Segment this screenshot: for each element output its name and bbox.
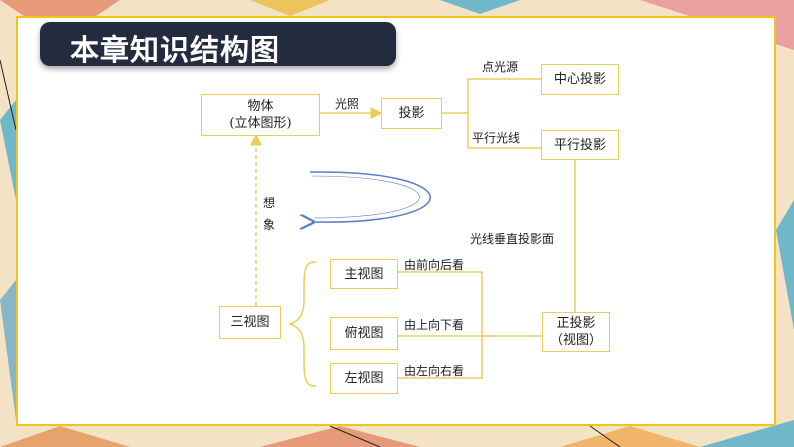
node-central-projection: 中心投影 (541, 64, 619, 95)
content-panel (16, 16, 776, 426)
label-light: 光照 (335, 97, 360, 111)
brace (287, 261, 317, 387)
edge-projection-parallel (467, 113, 541, 149)
label-left-to-right: 由左向右看 (404, 364, 465, 378)
node-top-view-label: 俯视图 (344, 326, 384, 341)
node-projection: 投影 (381, 98, 442, 129)
node-top-view: 俯视图 (330, 317, 398, 350)
node-orthographic: 正投影 （视图） (542, 312, 610, 352)
node-front-view-label: 主视图 (344, 266, 384, 282)
node-left-view-label: 左视图 (344, 371, 384, 386)
node-object-line1: 物体 (247, 99, 274, 114)
node-projection-label: 投影 (398, 106, 425, 121)
node-three-views-label: 三视图 (230, 315, 270, 330)
label-parallel-rays: 平行光线 (472, 131, 521, 145)
edge-front-view (398, 271, 483, 336)
node-parallel-projection-label: 平行投影 (553, 137, 606, 153)
page-title: 本章知识结构图 (70, 33, 281, 67)
node-left-view: 左视图 (330, 363, 398, 394)
node-object: 物体 (立体图形) (201, 94, 320, 136)
node-object-line2: (立体图形) (229, 116, 292, 131)
edge-projection-branch (442, 78, 541, 114)
node-central-projection-label: 中心投影 (553, 72, 606, 87)
node-front-view: 主视图 (330, 259, 398, 289)
title-bar (40, 22, 396, 66)
label-top-to-bottom: 由上向下看 (404, 318, 465, 332)
node-three-views: 三视图 (219, 306, 281, 339)
node-orthographic-line1: 正投影 (556, 316, 596, 331)
label-point-source: 点光源 (482, 60, 519, 74)
imagination-arc (310, 171, 431, 222)
label-perpendicular: 光线垂直投影面 (470, 232, 555, 246)
node-orthographic-line2: （视图） (549, 333, 602, 348)
node-parallel-projection: 平行投影 (541, 130, 619, 160)
label-front-to-back: 由前向后看 (404, 258, 465, 272)
edge-left-view (398, 336, 483, 379)
label-imagine: 想象 (262, 196, 275, 232)
